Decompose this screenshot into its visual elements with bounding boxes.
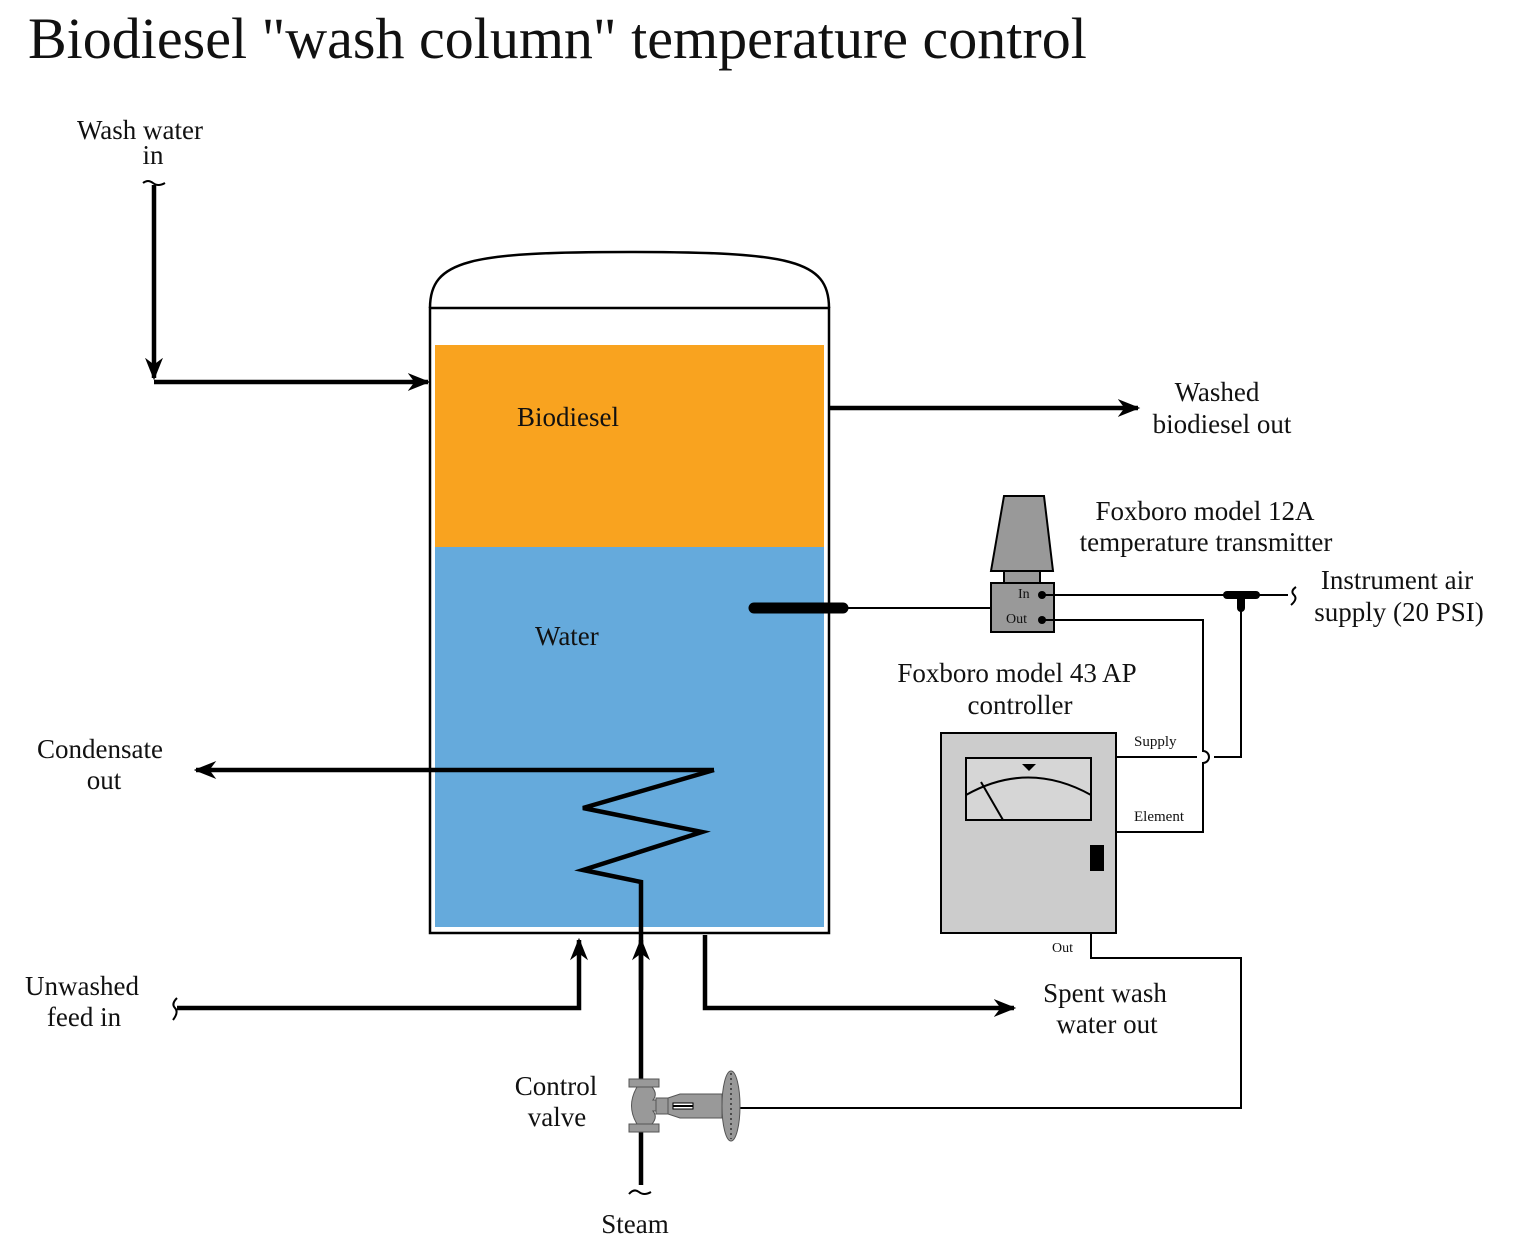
wash-water-in-label-1: Wash water — [77, 115, 203, 145]
wash-column-tank: Biodiesel Water — [428, 250, 831, 935]
break-mark-icon — [1290, 586, 1297, 606]
unwashed-feed-label-2: feed in — [47, 1002, 122, 1032]
break-mark-icon — [628, 1189, 652, 1195]
controller-port-out-label: Out — [1052, 941, 1073, 956]
control-valve[interactable]: Control valve — [515, 1070, 741, 1142]
setpoint-pointer-icon — [1022, 764, 1036, 771]
condensate-label-2: out — [87, 765, 122, 795]
transmitter-head-icon — [989, 495, 1055, 572]
break-mark-icon — [142, 180, 166, 186]
washed-biodiesel-label-2: biodiesel out — [1153, 409, 1292, 439]
valve-caption-2: valve — [528, 1102, 586, 1132]
transmitter-to-controller-element-line — [1042, 619, 1210, 833]
break-mark-icon — [172, 997, 178, 1021]
tank-dome — [428, 250, 831, 309]
diagram-title: Biodiesel "wash column" temperature cont… — [28, 6, 1087, 71]
actuator-diaphragm-icon — [721, 1070, 741, 1142]
transmitter-port-in-label: In — [1018, 587, 1030, 602]
gauge-scale-arc — [965, 776, 1092, 796]
wash-water-in-label-2: in — [142, 140, 164, 170]
valve-body-icon — [628, 1078, 723, 1133]
unwashed-feed-pipe — [177, 937, 588, 1011]
steam-label: Steam — [601, 1209, 669, 1239]
instrument-air-label-2: supply (20 PSI) — [1314, 597, 1484, 627]
controller-output-line — [740, 933, 1242, 1109]
unwashed-feed-label-1: Unwashed — [25, 971, 139, 1001]
washed-biodiesel-label-1: Washed — [1175, 377, 1260, 407]
spent-wash-water-outlet: Spent wash water out — [702, 935, 1167, 1039]
controller-caption-1: Foxboro model 43 AP — [897, 658, 1136, 688]
controller[interactable]: Foxboro model 43 AP controller Supply El… — [897, 658, 1184, 956]
wash-water-inlet: Wash water in — [77, 115, 431, 391]
condensate-label-1: Condensate — [37, 734, 163, 764]
temperature-transmitter[interactable]: In Out Foxboro model 12A temperature tra… — [989, 495, 1333, 633]
spent-wash-water-pipe — [702, 935, 1017, 1017]
spent-wash-label-2: water out — [1056, 1009, 1158, 1039]
transmitter-port-out-label: Out — [1006, 612, 1027, 627]
biodiesel-label: Biodiesel — [517, 402, 619, 432]
supply-tube — [1214, 608, 1242, 758]
biodiesel-layer — [435, 345, 824, 547]
transmitter-body — [990, 582, 1055, 633]
spent-wash-label-1: Spent wash — [1043, 978, 1167, 1008]
controller-port-element-label: Element — [1134, 809, 1185, 825]
steam-coil: Condensate out Steam — [37, 734, 715, 1239]
transmitter-caption-1: Foxboro model 12A — [1096, 496, 1315, 526]
gauge-needle — [980, 781, 1004, 821]
transmitter-caption-2: temperature transmitter — [1080, 527, 1333, 557]
transmitter-neck — [1003, 570, 1041, 584]
heating-coil — [574, 767, 715, 1185]
controller-port-supply-label: Supply — [1134, 734, 1177, 750]
water-label: Water — [535, 621, 599, 651]
setpoint-knob[interactable] — [1090, 845, 1104, 871]
instrument-air-supply: Instrument air supply (20 PSI) — [1042, 565, 1484, 758]
washed-biodiesel-outlet: Washed biodiesel out — [829, 377, 1292, 439]
controller-caption-2: controller — [968, 690, 1073, 720]
instrument-air-label-1: Instrument air — [1321, 565, 1473, 595]
valve-caption-1: Control — [515, 1071, 598, 1101]
unwashed-feed-inlet: Unwashed feed in — [25, 937, 588, 1032]
